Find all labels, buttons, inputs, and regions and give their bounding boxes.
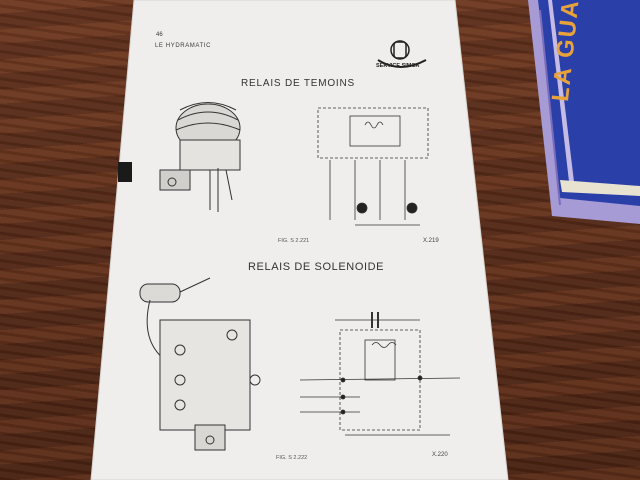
figure-code-2: X.220 bbox=[432, 452, 448, 458]
page-number: 46 bbox=[156, 32, 163, 38]
page-tab-marker bbox=[118, 162, 132, 182]
schematic-temoins bbox=[317, 107, 429, 226]
figure-label-2: FIG. S 2.222 bbox=[276, 455, 308, 461]
relay-solenoide-drawing bbox=[139, 277, 261, 451]
section-title-temoins: RELAIS DE TEMOINS bbox=[241, 78, 355, 89]
logo-caption: SERVICE SIMCA bbox=[376, 63, 420, 69]
section-title-solenoide: RELAIS DE SOLENOIDE bbox=[248, 261, 385, 273]
simca-logo bbox=[377, 40, 427, 68]
relay-temoins-drawing bbox=[159, 102, 241, 212]
schematic-solenoide bbox=[299, 312, 461, 436]
figure-code-1: X.219 bbox=[423, 238, 439, 244]
figure-label-1: FIG. S 2.221 bbox=[278, 238, 310, 244]
page-header: LE HYDRAMATIC bbox=[155, 43, 212, 49]
